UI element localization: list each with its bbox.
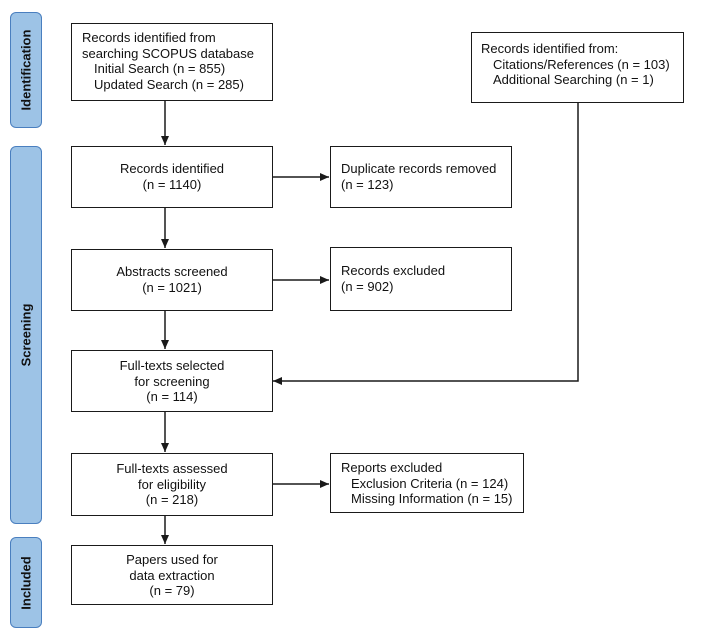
records-excluded-line-2: (n = 902) [341,278,394,294]
box-other-sources: Records identified from: Citations/Refer… [471,32,684,103]
box-papers-used: Papers used for data extraction (n = 79) [71,545,273,605]
duplicates-removed-line-1: Duplicate records removed [341,161,497,176]
scopus-item-updated-search: Updated Search (n = 285) [94,76,244,92]
scopus-title-line-1: Records identified from [82,30,216,45]
box-records-excluded: Records excluded (n = 902) [330,247,512,311]
phase-screening: Screening [10,146,42,524]
scopus-title-line-2: searching SCOPUS database [82,45,254,61]
reports-excluded-item-missing: Missing Information (n = 15) [351,491,513,506]
box-abstracts-screened: Abstracts screened (n = 1021) [71,249,273,311]
box-fulltexts-selected: Full-texts selected for screening (n = 1… [71,350,273,412]
other-sources-item-citations: Citations/References (n = 103) [493,56,670,72]
fulltexts-selected-line-3: (n = 114) [146,389,198,404]
papers-used-line-1: Papers used for [126,552,218,567]
box-scopus-records: Records identified from searching SCOPUS… [71,23,273,101]
duplicates-removed-line-2: (n = 123) [341,176,394,192]
fulltexts-assessed-line-1: Full-texts assessed [116,461,228,476]
fulltexts-selected-line-1: Full-texts selected [119,358,225,373]
reports-excluded-title: Reports excluded [341,460,443,475]
records-identified-line-1: Records identified [119,161,225,176]
abstracts-screened-line-1: Abstracts screened [116,264,228,279]
fulltexts-assessed-line-3: (n = 218) [145,492,199,507]
reports-excluded-item-exclusion: Exclusion Criteria (n = 124) [351,475,509,491]
abstracts-screened-line-2: (n = 1021) [142,279,202,295]
box-records-identified: Records identified (n = 1140) [71,146,273,208]
box-reports-excluded: Reports excluded Exclusion Criteria (n =… [330,453,524,513]
records-excluded-line-1: Records excluded [341,263,446,278]
scopus-item-initial-search: Initial Search (n = 855) [94,61,226,76]
box-duplicates-removed: Duplicate records removed (n = 123) [330,146,512,208]
fulltexts-assessed-line-2: for eligibility [138,476,206,492]
arrow-other-sources-to-fulltexts [273,103,579,385]
papers-used-line-2: data extraction [129,567,215,583]
phase-included: Included [10,537,42,628]
fulltexts-selected-line-2: for screening [134,373,210,389]
other-sources-item-additional: Additional Searching (n = 1) [493,72,654,87]
records-identified-line-2: (n = 1140) [142,176,202,192]
box-fulltexts-assessed: Full-texts assessed for eligibility (n =… [71,453,273,516]
phase-identification: Identification [10,12,42,128]
other-sources-title: Records identified from: [481,41,619,56]
papers-used-line-3: (n = 79) [149,583,195,598]
